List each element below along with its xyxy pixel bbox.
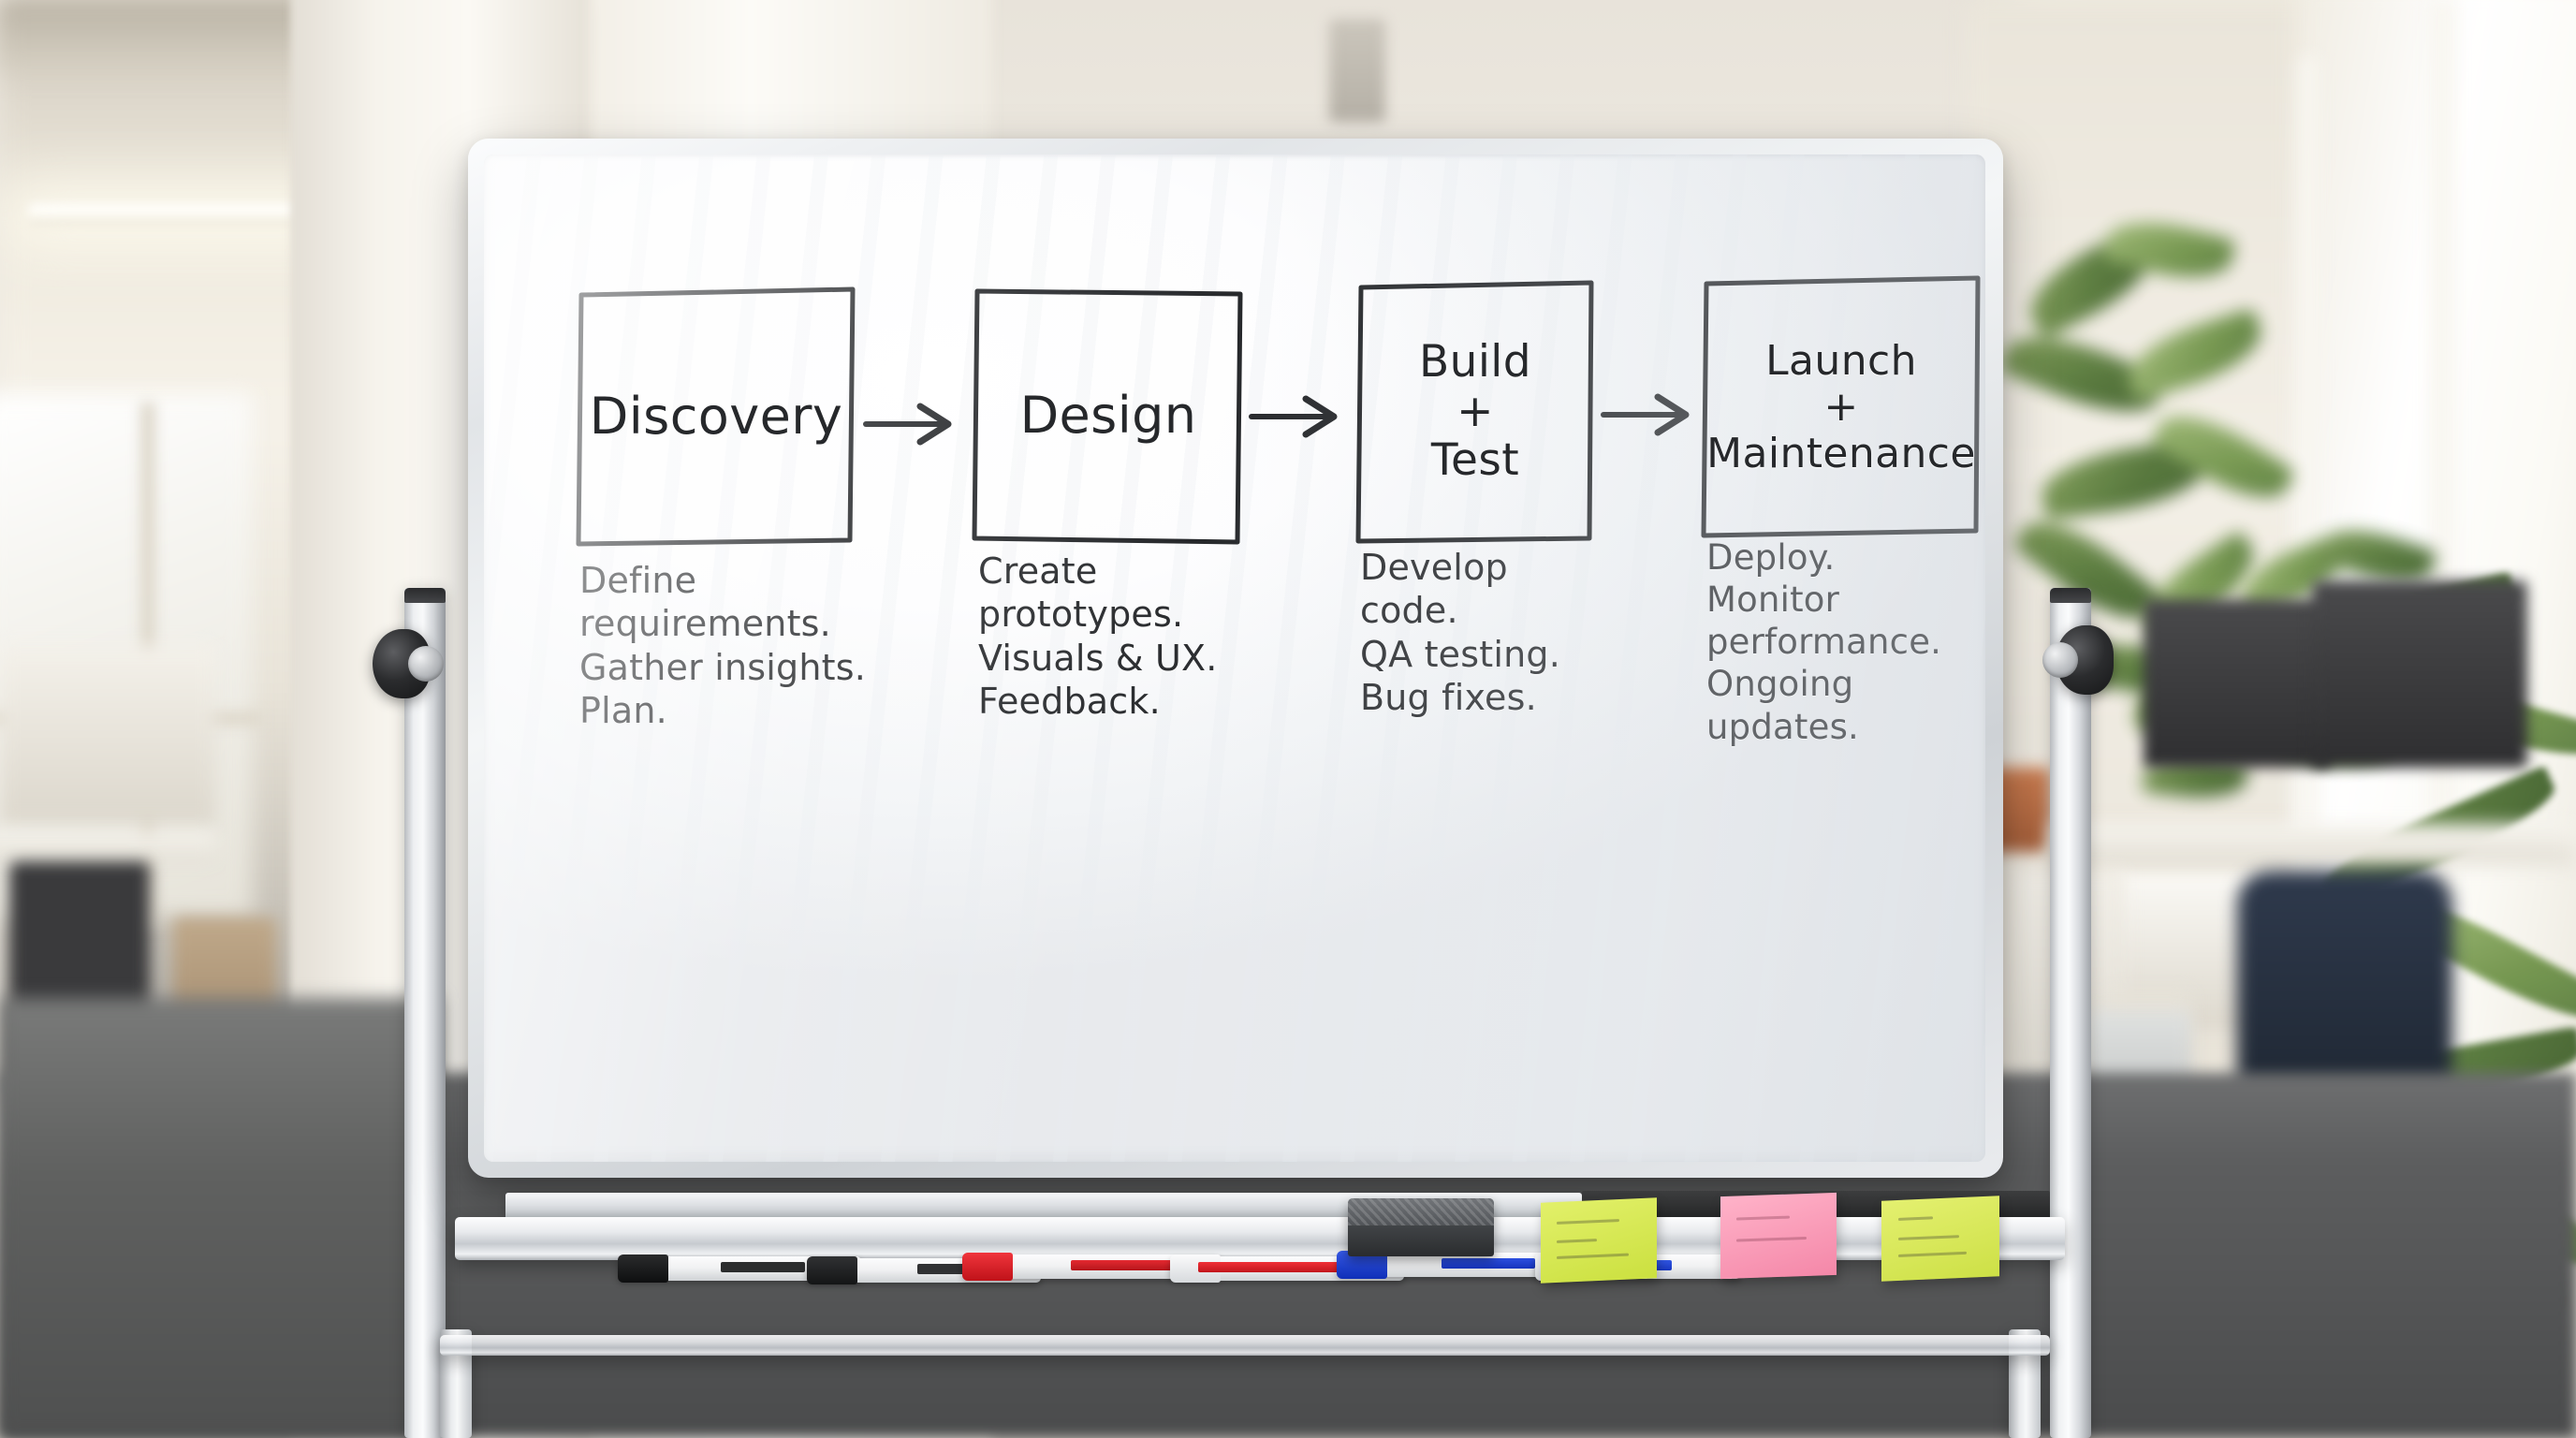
marker-band <box>1442 1258 1535 1269</box>
monitor <box>2312 580 2527 768</box>
arrow-design-to-build <box>1249 395 1338 438</box>
arrow-discovery-to-design <box>863 403 952 446</box>
carpet-floor-left <box>0 998 440 1438</box>
marker-band <box>1198 1262 1339 1272</box>
stand-post-left <box>404 588 446 1438</box>
sticky-note-yellow-1[interactable] <box>1541 1197 1657 1284</box>
marker-band <box>721 1262 805 1272</box>
stand-crossbar <box>440 1335 2050 1356</box>
notes-build-test: Develop code. QA testing. Bug fixes. <box>1360 547 1561 719</box>
process-flow-diagram: Discovery Design <box>484 154 1985 1162</box>
notes-design: Create prototypes. Visuals & UX. Feedbac… <box>978 550 1218 723</box>
marker-cap <box>962 1253 1013 1281</box>
node-discovery-label: Discovery <box>589 386 843 446</box>
pivot-bolt-left <box>408 646 444 682</box>
left-cabinet <box>0 646 215 824</box>
pivot-bolt-right <box>2042 642 2078 678</box>
whiteboard-eraser[interactable] <box>1348 1198 1494 1256</box>
monitor <box>2144 599 2331 768</box>
node-launch-maintenance-label: Launch + Maintenance <box>1706 337 1976 477</box>
marker-cap <box>618 1255 668 1283</box>
node-discovery[interactable]: Discovery <box>576 286 856 548</box>
notes-discovery: Define requirements. Gather insights. Pl… <box>579 560 866 732</box>
marker-band <box>1071 1260 1189 1270</box>
ceiling-light-strip <box>28 204 337 225</box>
node-launch-maintenance[interactable]: Launch + Maintenance <box>1701 275 1982 538</box>
node-design-label: Design <box>1019 385 1197 445</box>
sticky-note-yellow-2[interactable] <box>1881 1196 1999 1282</box>
whiteboard[interactable]: Discovery Design <box>468 139 2003 1178</box>
sticky-note-pink[interactable] <box>1720 1192 1837 1280</box>
pendant-lamp <box>1329 19 1385 122</box>
arrow-build-to-launch <box>1601 393 1690 436</box>
office-desk <box>2050 824 2574 865</box>
notes-launch-maintenance: Deploy. Monitor performance. Ongoing upd… <box>1706 537 1942 747</box>
left-desk <box>0 833 215 861</box>
marker-cap <box>807 1256 857 1284</box>
stand-post-right <box>2050 588 2091 1438</box>
marker-band <box>917 1264 990 1274</box>
node-build-test-label: Build + Test <box>1419 336 1531 487</box>
node-design[interactable]: Design <box>972 286 1244 546</box>
whiteboard-surface[interactable]: Discovery Design <box>484 154 1985 1162</box>
node-build-test[interactable]: Build + Test <box>1354 280 1596 544</box>
